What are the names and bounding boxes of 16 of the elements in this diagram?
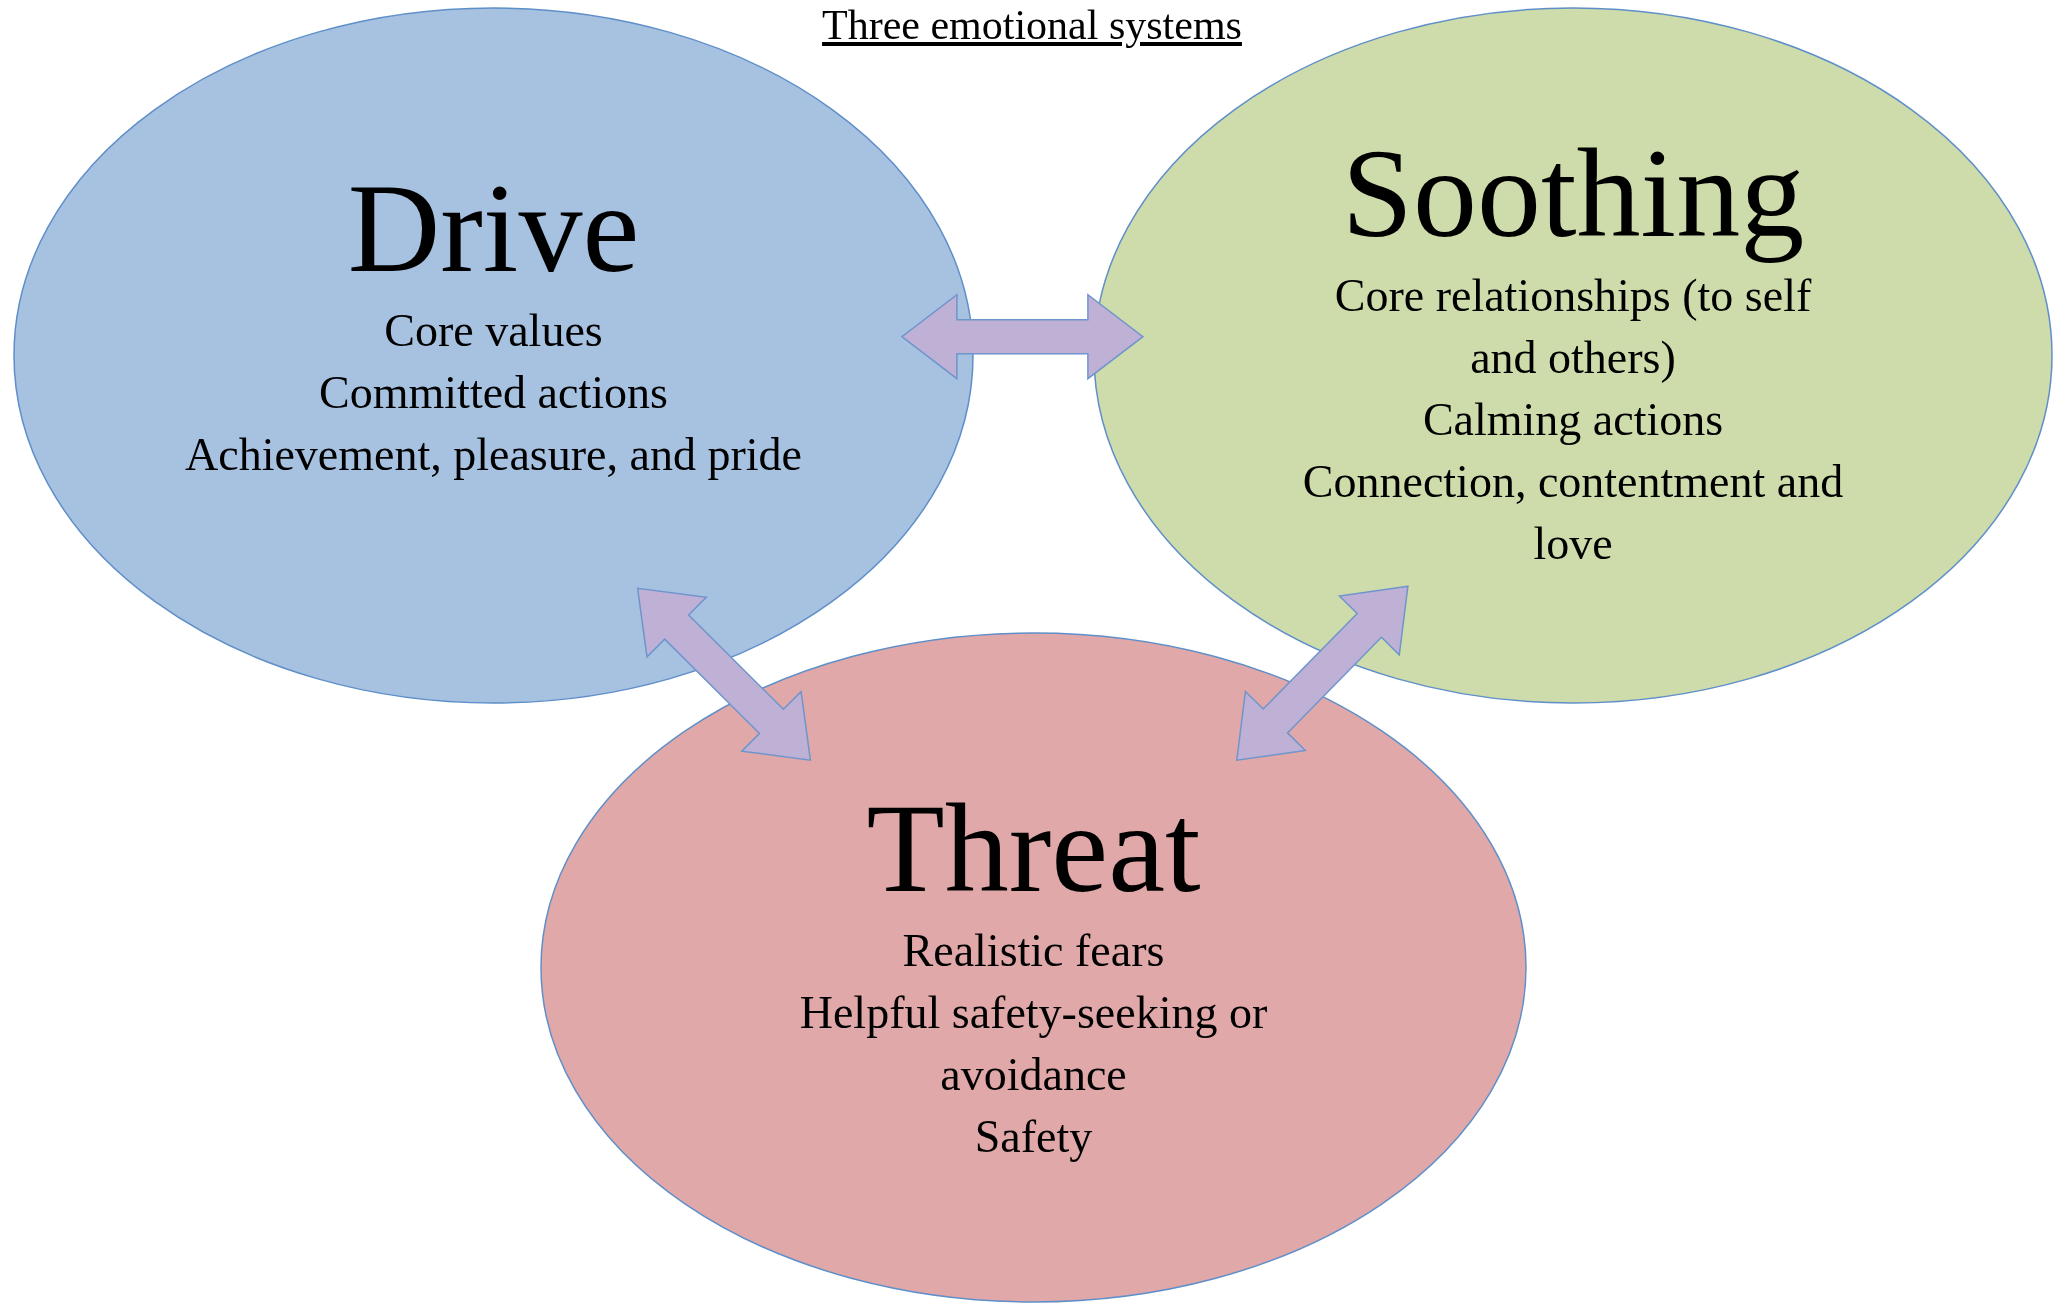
system-item: Core values [384,304,603,358]
system-item: Achievement, pleasure, and pride [185,428,802,482]
diagram-title: Three emotional systems [822,2,1242,48]
system-item: Calming actions [1422,393,1724,447]
system-item: Connection, contentment and love [1301,455,1845,571]
system-heading: Soothing [1341,122,1805,265]
system-item: Realistic fears [902,924,1165,978]
double-arrow [1235,585,1409,762]
double-arrow [636,587,812,762]
system-item: Helpful safety-seeking or avoidance [798,986,1269,1102]
system-item: Safety [974,1110,1093,1164]
system-heading: Drive [347,157,640,300]
system-heading: Threat [866,777,1201,920]
system-item: Core relationships (to self and others) [1333,269,1813,385]
system-item: Committed actions [319,366,668,420]
double-arrow [900,293,1145,381]
